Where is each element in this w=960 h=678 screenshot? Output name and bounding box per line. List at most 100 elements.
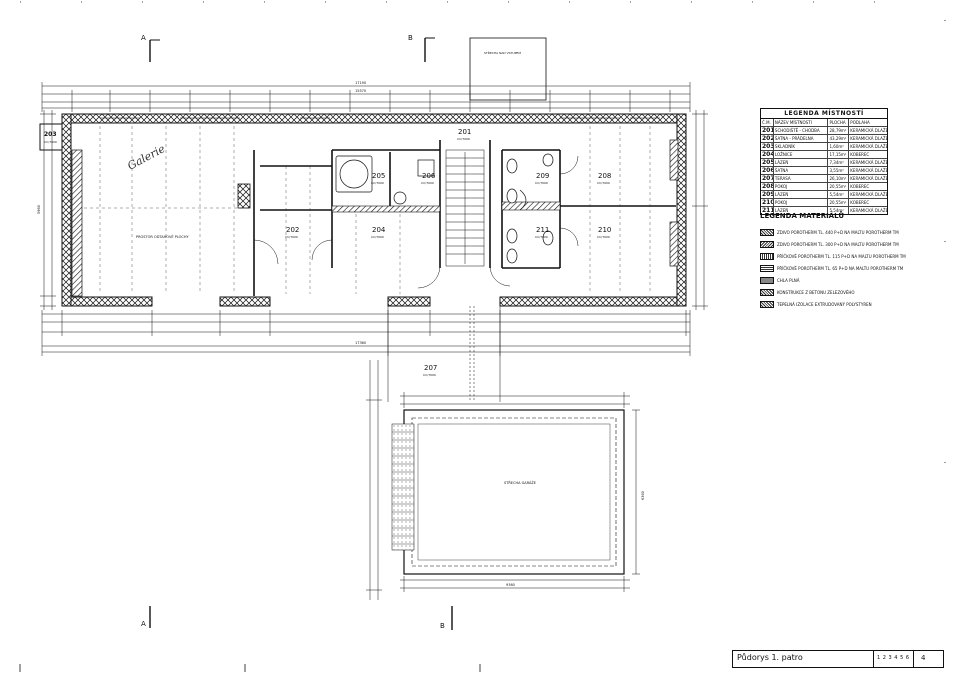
sanitary-209-211: [506, 153, 554, 264]
room-208-number: 208: [598, 172, 611, 180]
room-legend-area: 26,10m²: [828, 175, 850, 182]
material-legend-item: TEPELNÁ IZOLACE EXTRUDOVANÝ POLYSTYREN: [760, 298, 940, 310]
section-marker-b-top: B: [408, 34, 435, 62]
garage-roof: STŘECHA GARÁŽE: [391, 409, 625, 575]
room-legend-row: 206 ŠATNA 3,55m² KERAMICKÁ DLAŽBA: [761, 167, 887, 175]
room-legend-name: LÁZEŇ: [774, 159, 829, 166]
room-legend-floor: KOBEREC: [850, 200, 870, 205]
room-label-207: 207 CC/7000: [423, 364, 437, 377]
room-legend-row: 207 TERASA 26,10m² KERAMICKÁ DLAŽBA: [761, 175, 887, 183]
room-201-number: 201: [458, 128, 471, 136]
room-legend-no: 205: [762, 159, 774, 166]
material-label: PŘÍČKOVÉ POROTHERM TL. 115 P+D NA MALTU …: [777, 253, 906, 259]
left-dimension-lines: [40, 110, 56, 310]
room-203-code: CC/7000: [44, 140, 57, 144]
material-label: CHLA PLNÁ: [777, 277, 800, 283]
material-swatch: [760, 264, 774, 272]
room-legend-name: SKLADNÍK: [774, 143, 829, 150]
room-legend-no: 206: [762, 167, 774, 174]
room-legend-area: 43,29m²: [828, 135, 850, 142]
room-legend-name: TERASA: [774, 175, 829, 182]
room-legend-header: Č.M. NÁZEV MÍSTNOSTI PLOCHA PODLAHA: [761, 119, 887, 127]
room-legend-col-no: Č.M.: [761, 119, 774, 126]
material-legend-item: KONSTRUKCE Z BETONU ZELEZOVÉHO: [760, 286, 940, 298]
room-label-main: PROSTOR ODTAHOVÉ PLOCHY: [136, 234, 189, 239]
room-legend-floor: KOBEREC: [850, 184, 870, 189]
room-205-code: CC/7000: [371, 181, 384, 185]
garage-roof-label: STŘECHA GARÁŽE: [504, 480, 536, 485]
door-swings: [253, 155, 579, 289]
room-210-code: CC/7000: [597, 235, 610, 239]
room-legend-row: 208 POKOJ 20,55m² KOBEREC: [761, 183, 887, 191]
dim-overall: 15570: [355, 89, 366, 93]
bathtub-205: [335, 155, 435, 205]
material-legend: ZDIVO POROTHERM TL. 440 P+D NA MALTU POR…: [760, 226, 940, 310]
room-legend-no: 201: [762, 127, 774, 134]
room-legend-row: 203 SKLADNÍK 1,60m² KERAMICKÁ DLAŽBA: [761, 143, 887, 151]
room-legend-row: 204 LOŽNICE 17,15m² KOBEREC: [761, 151, 887, 159]
room-legend-name: ŠATNA - PRÁDELNA: [774, 135, 829, 142]
room-legend-no: 209: [762, 191, 774, 198]
room-legend-area: 5,54m²: [828, 191, 850, 198]
material-label: PŘÍČKOVÉ POROTHERM TL. 65 P+D NA MALTU P…: [777, 265, 904, 271]
room-legend-floor: KERAMICKÁ DLAŽBA: [850, 208, 887, 213]
room-label-209: 209 CC/7000: [535, 172, 549, 185]
room-legend-area: 28,79m²: [828, 127, 850, 134]
drawing-title: Půdorys 1. patro: [737, 653, 803, 662]
section-marker-b-bottom: B: [440, 606, 453, 630]
bottom-dimension-lines: [41, 310, 691, 356]
material-swatch: [760, 252, 774, 260]
material-legend-item: PŘÍČKOVÉ POROTHERM TL. 65 P+D NA MALTU P…: [760, 262, 940, 274]
room-204-number: 204: [372, 226, 386, 234]
room-legend-floor: KERAMICKÁ DLAŽBA: [850, 192, 887, 197]
room-legend-floor: KOBEREC: [850, 152, 870, 157]
room-209-number: 209: [536, 172, 549, 180]
room-label-201: 201 CC/7000: [457, 128, 471, 141]
room-legend-area: 3,55m²: [828, 167, 850, 174]
room-203: 203 CC/7000: [39, 123, 63, 151]
handwritten-note: Galerie: [125, 142, 167, 173]
room-legend-name: LOŽNICE: [774, 151, 829, 158]
room-legend-row: 205 LÁZEŇ 7,34m² KERAMICKÁ DLAŽBA: [761, 159, 887, 167]
room-legend-area: 7,34m²: [828, 159, 850, 166]
room-legend: LEGENDA MÍSTNOSTÍ Č.M. NÁZEV MÍSTNOSTI P…: [760, 108, 888, 215]
dim-bottom-chain: 17360: [355, 341, 366, 345]
section-marker-a-top: A: [141, 34, 160, 62]
room-label-208: 208 CC/7000: [597, 172, 611, 185]
main-room-label: PROSTOR ODTAHOVÉ PLOCHY: [136, 234, 189, 239]
room-legend-floor: KERAMICKÁ DLAŽBA: [850, 160, 887, 165]
room-legend-area: 20,55m²: [828, 199, 850, 206]
terrace-207: [366, 306, 501, 600]
room-label-206: 206 CC/7000: [421, 172, 436, 185]
section-marker-a-bottom: A: [141, 606, 151, 628]
room-legend-floor: KERAMICKÁ DLAŽBA: [850, 176, 887, 181]
section-marker-b-label-bottom: B: [440, 622, 445, 630]
room-211-number: 211: [536, 226, 549, 234]
dim-left-height: 5960: [37, 205, 41, 214]
room-legend-no: 210: [762, 199, 774, 206]
dim-top-chain: 17190: [355, 81, 366, 85]
room-legend-area: 17,15m²: [828, 151, 850, 158]
room-legend-col-name: NÁZEV MÍSTNOSTI: [774, 119, 829, 126]
room-206-code: CC/7000: [421, 181, 434, 185]
section-marker-a-label-top: A: [141, 34, 146, 42]
chimney: [237, 183, 251, 209]
room-label-210: 210 CC/7000: [597, 226, 611, 239]
room-209-code: CC/7000: [535, 181, 548, 185]
section-marker-a-label-bottom: A: [141, 620, 146, 628]
garage-dimension-lines: [400, 392, 640, 592]
room-207-number: 207: [424, 364, 437, 372]
room-legend-row: 201 SCHODIŠTĚ - CHODBA 28,79m² KERAMICKÁ…: [761, 127, 887, 135]
room-legend-name: ŠATNA: [774, 167, 829, 174]
room-208-code: CC/7000: [597, 181, 610, 185]
room-legend-name: POKOJ: [774, 183, 829, 190]
room-201-code: CC/7000: [457, 137, 470, 141]
drawing-scale: 1 2 3 4 5 6: [877, 655, 910, 661]
room-legend-row: 210 POKOJ 20,55m² KOBEREC: [761, 199, 887, 207]
dim-garage-width: 9360: [506, 583, 515, 587]
room-legend-no: 203: [762, 143, 774, 150]
right-dimension-lines: [692, 110, 708, 310]
title-block: Půdorys 1. patro 1 2 3 4 5 6 4: [732, 650, 944, 668]
room-legend-row: 209 LÁZEŇ 5,54m² KERAMICKÁ DLAŽBA: [761, 191, 887, 199]
